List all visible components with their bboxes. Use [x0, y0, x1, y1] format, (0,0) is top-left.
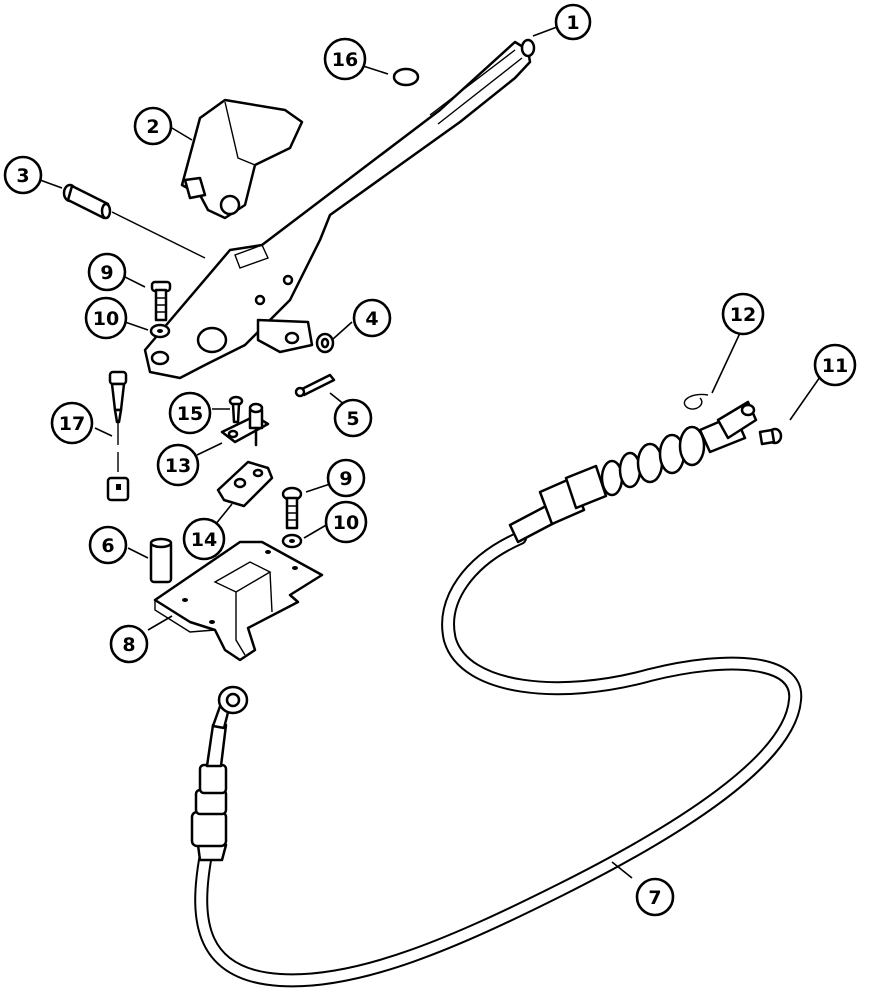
callout-label: 13: [165, 455, 191, 477]
callout-label: 9: [100, 262, 113, 284]
callout-label: 17: [59, 413, 85, 435]
washer-10-lower: [281, 533, 303, 549]
callout-7: 7: [635, 877, 675, 917]
callout-label: 15: [177, 403, 203, 425]
callout-15: 15: [168, 391, 212, 435]
callout-11: 11: [813, 343, 857, 387]
callout-label: 1: [566, 12, 579, 34]
callout-label: 11: [822, 355, 848, 377]
callout-label: 14: [191, 529, 217, 551]
callout-5: 5: [333, 398, 373, 438]
callout-9-lower: 9: [326, 458, 366, 498]
bolt-9-lower: [281, 486, 303, 530]
plate-14: [216, 460, 274, 508]
callout-2: 2: [133, 106, 173, 146]
switch-13: [220, 402, 270, 447]
pushrod-17: [106, 370, 130, 502]
callout-3: 3: [3, 155, 43, 195]
callout-9-upper: 9: [87, 252, 127, 292]
callout-16: 16: [323, 37, 367, 81]
assembly-guide-line: [111, 211, 206, 259]
callout-label: 2: [146, 116, 159, 138]
washer-16: [392, 67, 420, 87]
callout-13: 13: [156, 443, 200, 487]
callout-6: 6: [88, 525, 128, 565]
callout-12: 12: [721, 292, 765, 336]
callout-10-upper: 10: [84, 296, 128, 340]
brake-lever: [143, 38, 536, 380]
washer-4: [315, 332, 335, 354]
callout-label: 10: [93, 308, 119, 330]
callout-label: 3: [16, 165, 29, 187]
clip-12: [683, 393, 709, 410]
callout-label: 8: [122, 634, 135, 656]
clevis-pin-11: [758, 427, 783, 446]
callout-label: 6: [101, 535, 114, 557]
callout-17: 17: [50, 401, 94, 445]
callout-label: 16: [332, 49, 358, 71]
callout-1: 1: [554, 3, 592, 41]
brake-cable: [190, 400, 803, 988]
bracket-8: [153, 540, 324, 662]
callout-4: 4: [352, 298, 392, 338]
callout-label: 5: [346, 408, 359, 430]
spacer-6: [149, 537, 173, 584]
callout-label: 10: [333, 512, 359, 534]
washer-10-upper: [149, 323, 171, 339]
pivot-pin: [62, 183, 112, 220]
callout-label: 7: [648, 887, 661, 909]
callout-14: 14: [182, 517, 226, 561]
callout-label: 9: [339, 468, 352, 490]
callout-label: 12: [730, 304, 756, 326]
callout-8: 8: [109, 624, 149, 664]
callout-10-lower: 10: [324, 500, 368, 544]
screw-15: [228, 395, 244, 424]
bolt-9-upper: [150, 280, 172, 322]
callout-label: 4: [365, 308, 378, 330]
handle-cover: [180, 98, 304, 220]
cotter-pin: [294, 373, 336, 398]
